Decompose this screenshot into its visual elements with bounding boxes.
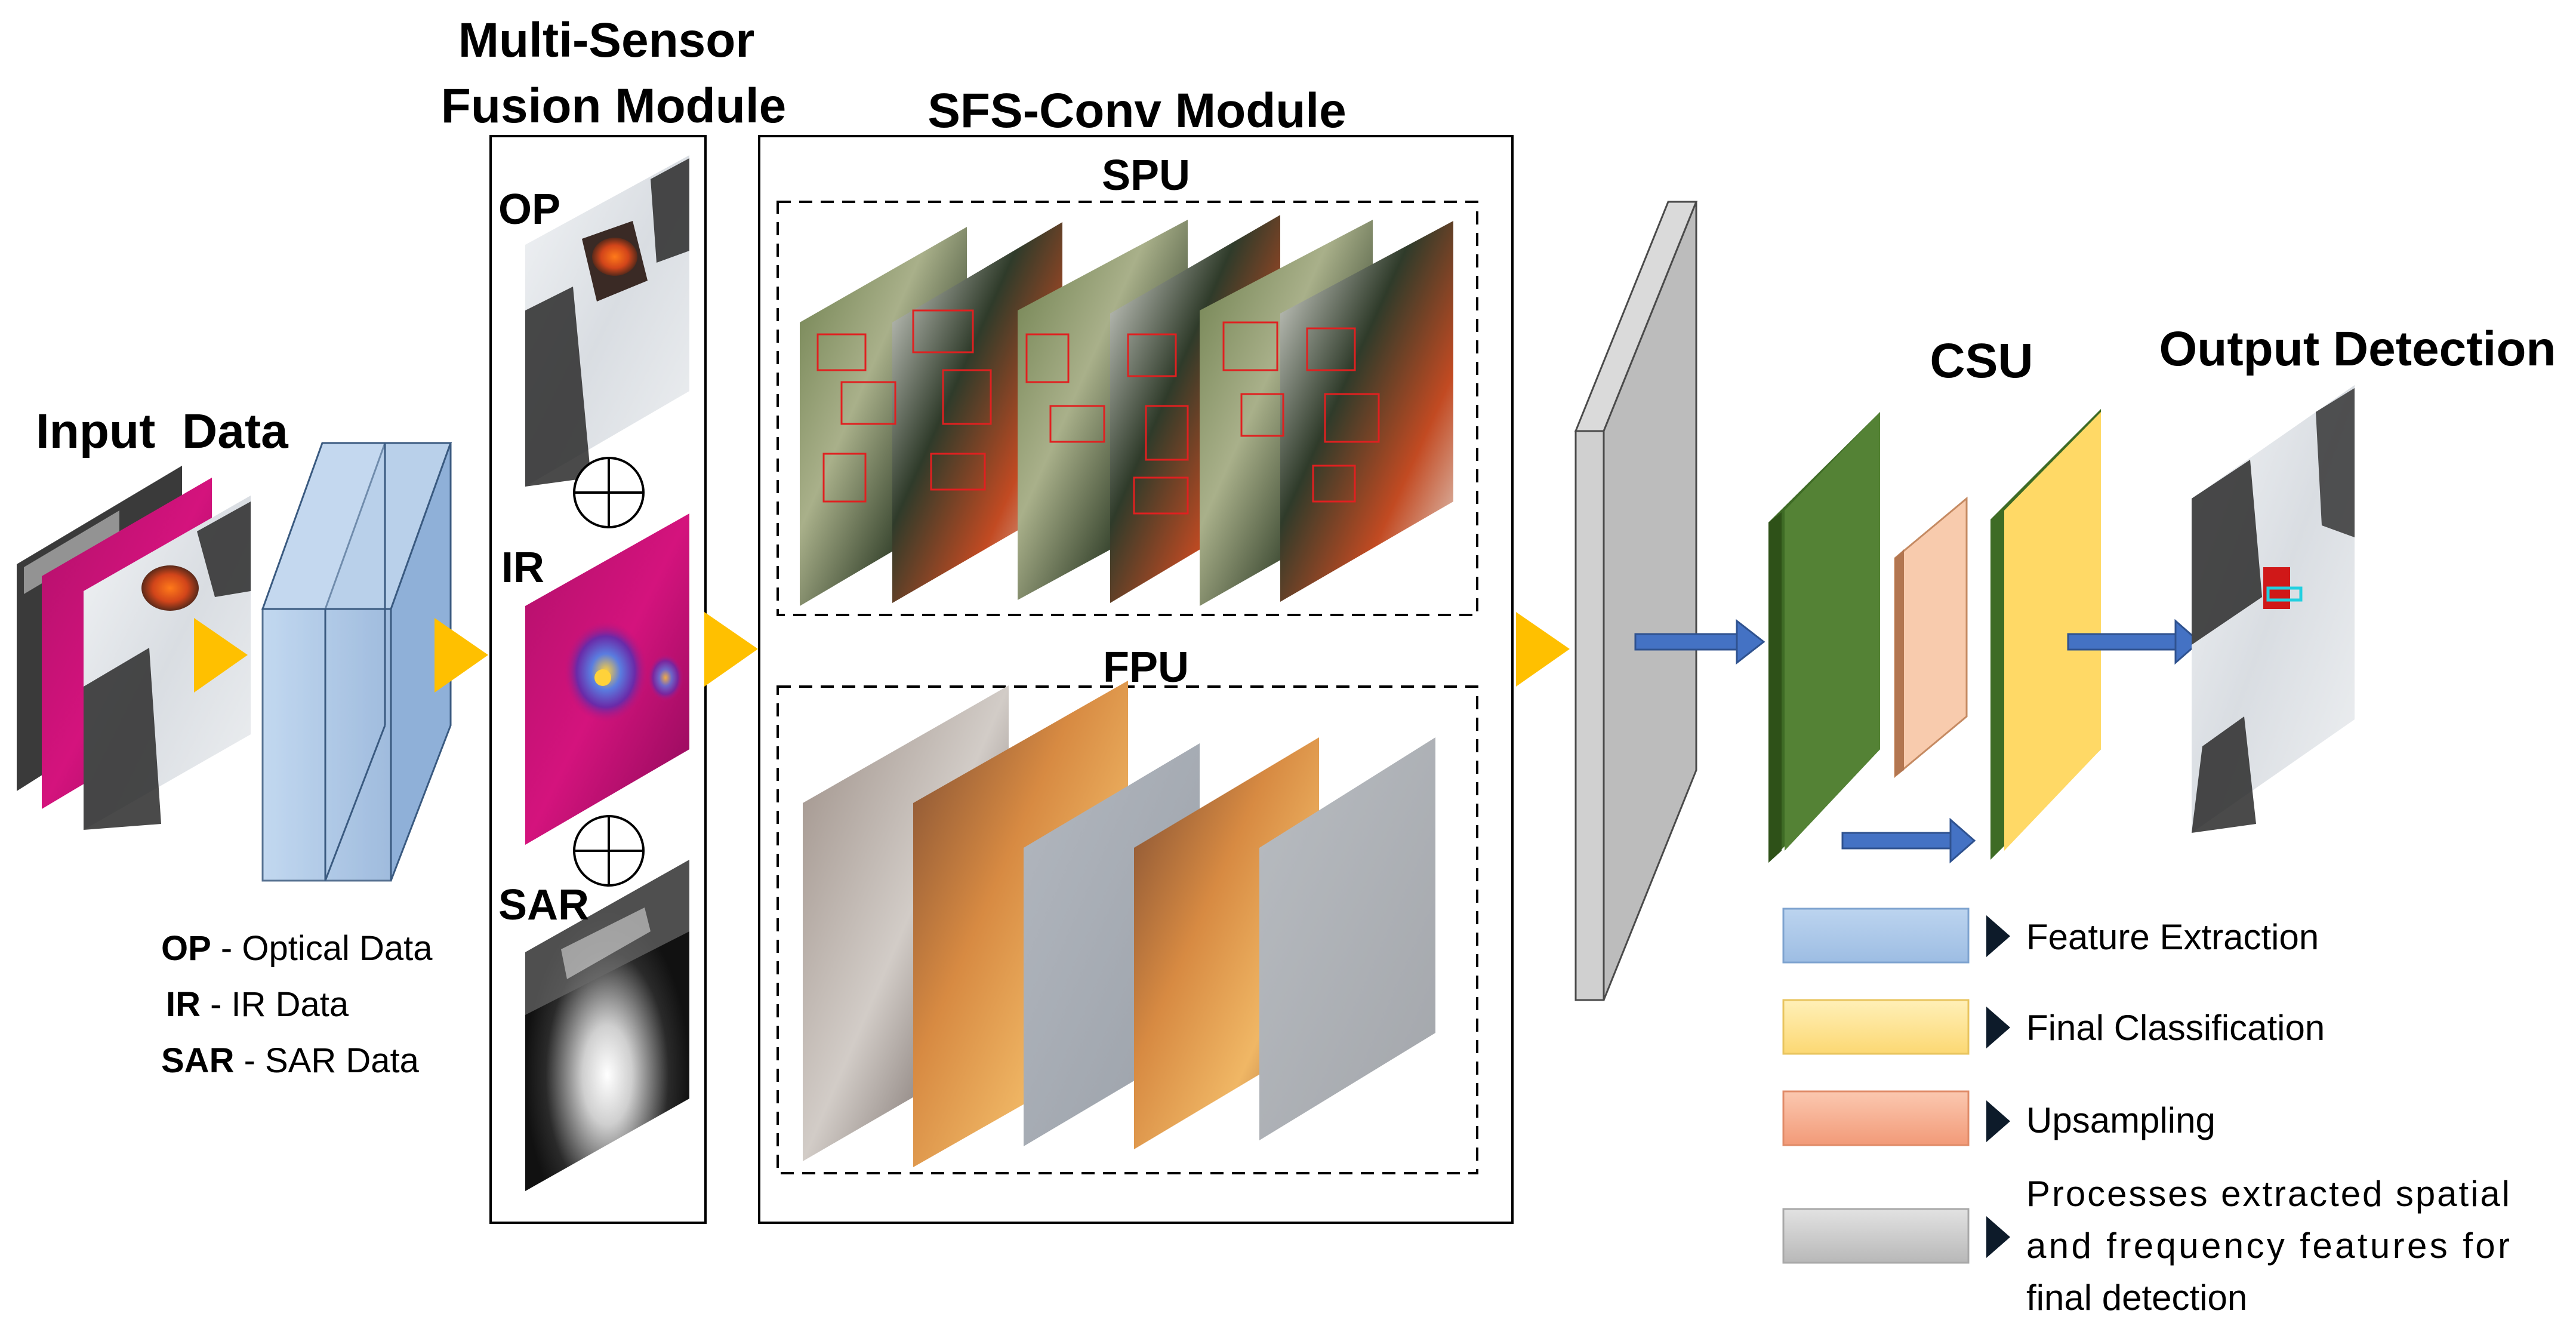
fpu-feature-maps xyxy=(803,681,1435,1167)
blue-arrow-3 xyxy=(2067,619,2201,665)
legend-item-final-classification: Final Classification xyxy=(1782,999,2325,1055)
msf-title-1: Multi-Sensor xyxy=(458,13,755,67)
msf-sar-label: SAR xyxy=(498,881,589,929)
msf-sar-image xyxy=(525,860,689,1191)
input-label-2: Data xyxy=(182,404,289,459)
csu-green-block xyxy=(1768,412,1880,863)
legend-text-line-2: and frequency features for xyxy=(2026,1226,2510,1266)
fusion-operator-icon xyxy=(573,457,645,528)
msf-op-image xyxy=(525,155,689,487)
msf-op-label: OP xyxy=(498,186,560,233)
input-data-stack xyxy=(17,466,251,830)
legend-text: Feature Extraction xyxy=(2026,917,2319,957)
feature-extraction-block xyxy=(261,442,452,882)
msf-ir-image xyxy=(525,513,689,845)
abbr-ir: IR - IR Data xyxy=(166,985,349,1024)
fusion-operator-icon xyxy=(573,815,645,887)
spu-label: SPU xyxy=(1102,152,1190,199)
legend-text-line-1: Processes extracted spatial xyxy=(2026,1174,2510,1214)
msf-title-2: Fusion Module xyxy=(441,79,786,133)
flow-arrow-3 xyxy=(704,612,758,687)
csu-label: CSU xyxy=(1930,334,2033,388)
flow-arrow-4 xyxy=(1516,612,1570,687)
sfs-title: SFS-Conv Module xyxy=(928,84,1346,138)
legend-text-line-3: final detection xyxy=(2026,1278,2247,1318)
sfs-module-box xyxy=(758,135,1514,1224)
legend-item-feature-extraction: Feature Extraction xyxy=(1782,908,2319,964)
csu-yellow-block xyxy=(1990,409,2101,860)
legend-item-upsampling: Upsampling xyxy=(1782,1090,2216,1146)
output-detection-image xyxy=(2192,385,2355,833)
abbreviation-legend: OP - Optical Data IR - IR Data SAR - SAR… xyxy=(161,929,433,1080)
spu-feature-maps xyxy=(800,215,1453,606)
abbr-sar: SAR - SAR Data xyxy=(161,1041,420,1080)
msf-ir-label: IR xyxy=(501,544,544,592)
color-legend: Feature Extraction Final Classification … xyxy=(1782,908,2510,1318)
fpu-label: FPU xyxy=(1103,644,1189,691)
abbr-op: OP - Optical Data xyxy=(161,929,433,968)
flow-arrow-1 xyxy=(194,618,248,693)
csu-peach-block xyxy=(1894,496,1968,779)
processing-slab xyxy=(1574,201,1698,1001)
input-label-1: Input xyxy=(36,404,155,459)
blue-arrow-2 xyxy=(1841,817,1976,864)
detection-box xyxy=(2266,586,2303,602)
spu-box xyxy=(777,201,1478,616)
legend-text: Upsampling xyxy=(2026,1100,2216,1140)
output-detection-label: Output Detection xyxy=(2159,322,2556,376)
blue-arrow-1 xyxy=(1634,619,1765,665)
legend-text: Final Classification xyxy=(2026,1008,2325,1048)
flow-arrow-2 xyxy=(435,618,488,693)
legend-item-processing: Processes extracted spatial and frequenc… xyxy=(1782,1174,2510,1318)
